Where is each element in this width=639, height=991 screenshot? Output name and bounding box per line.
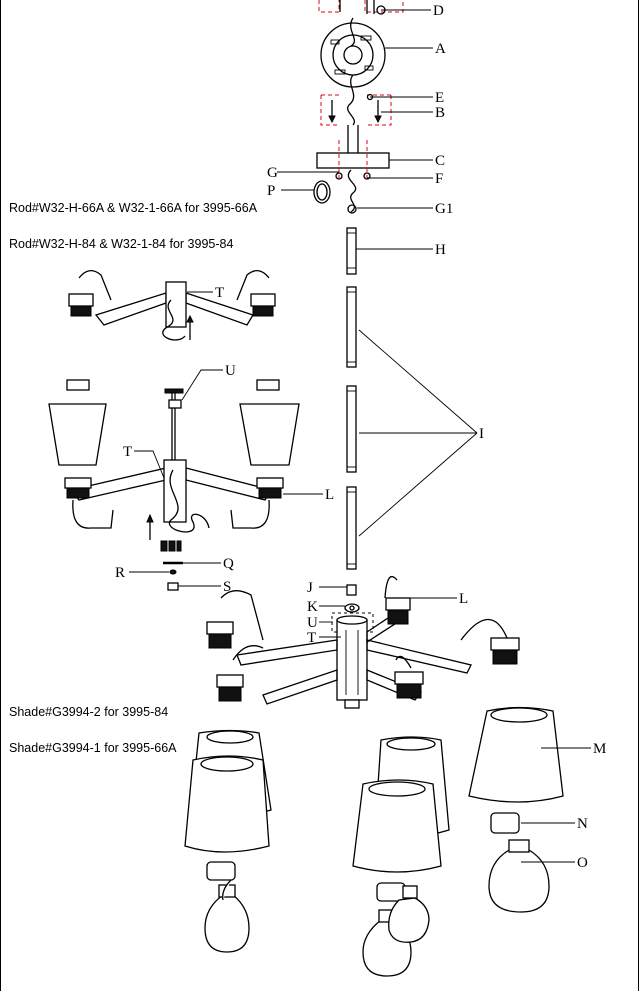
mounting-hardware bbox=[313, 0, 404, 214]
label-P: P bbox=[267, 183, 275, 199]
label-N: N bbox=[577, 816, 588, 832]
label-M: M bbox=[593, 741, 606, 757]
label-L-top: L bbox=[459, 591, 468, 607]
label-K: K bbox=[307, 599, 318, 615]
label-O: O bbox=[577, 855, 588, 871]
part-notes: Rod#W32-H-66A & W32-1-66A for 3995-66A R… bbox=[9, 201, 258, 755]
main-fixture bbox=[206, 575, 520, 709]
note-rod-66a: Rod#W32-H-66A & W32-1-66A for 3995-66A bbox=[9, 201, 258, 215]
label-U-main: U bbox=[307, 615, 318, 631]
note-shade-84: Shade#G3994-2 for 3995-84 bbox=[9, 705, 168, 719]
label-U-mid: U bbox=[225, 363, 236, 379]
part-labels: D A E B C F G P G1 H I T U T L Q R S J K… bbox=[115, 3, 606, 871]
label-B: B bbox=[435, 105, 445, 121]
label-I: I bbox=[479, 426, 484, 442]
label-L-side: L bbox=[325, 487, 334, 503]
label-A: A bbox=[435, 41, 446, 57]
label-T-top: T bbox=[215, 285, 224, 301]
label-E: E bbox=[435, 90, 444, 106]
label-Q: Q bbox=[223, 556, 234, 572]
shades-and-bulbs bbox=[184, 706, 564, 977]
label-D: D bbox=[433, 3, 444, 19]
label-G: G bbox=[267, 165, 278, 181]
label-J: J bbox=[307, 580, 313, 596]
label-G1: G1 bbox=[435, 201, 453, 217]
label-R: R bbox=[115, 565, 125, 581]
label-C: C bbox=[435, 153, 445, 169]
label-H: H bbox=[435, 242, 446, 258]
middle-body bbox=[48, 379, 300, 591]
label-F: F bbox=[435, 171, 443, 187]
leader-lines bbox=[129, 9, 591, 863]
note-shade-66a: Shade#G3994-1 for 3995-66A bbox=[9, 741, 177, 755]
note-rod-84: Rod#W32-H-84 & W32-1-84 for 3995-84 bbox=[9, 237, 233, 251]
label-S: S bbox=[223, 579, 231, 595]
rods bbox=[344, 227, 360, 613]
label-T-main: T bbox=[307, 630, 316, 646]
label-T-mid: T bbox=[123, 444, 132, 460]
small-body-top bbox=[68, 270, 276, 341]
